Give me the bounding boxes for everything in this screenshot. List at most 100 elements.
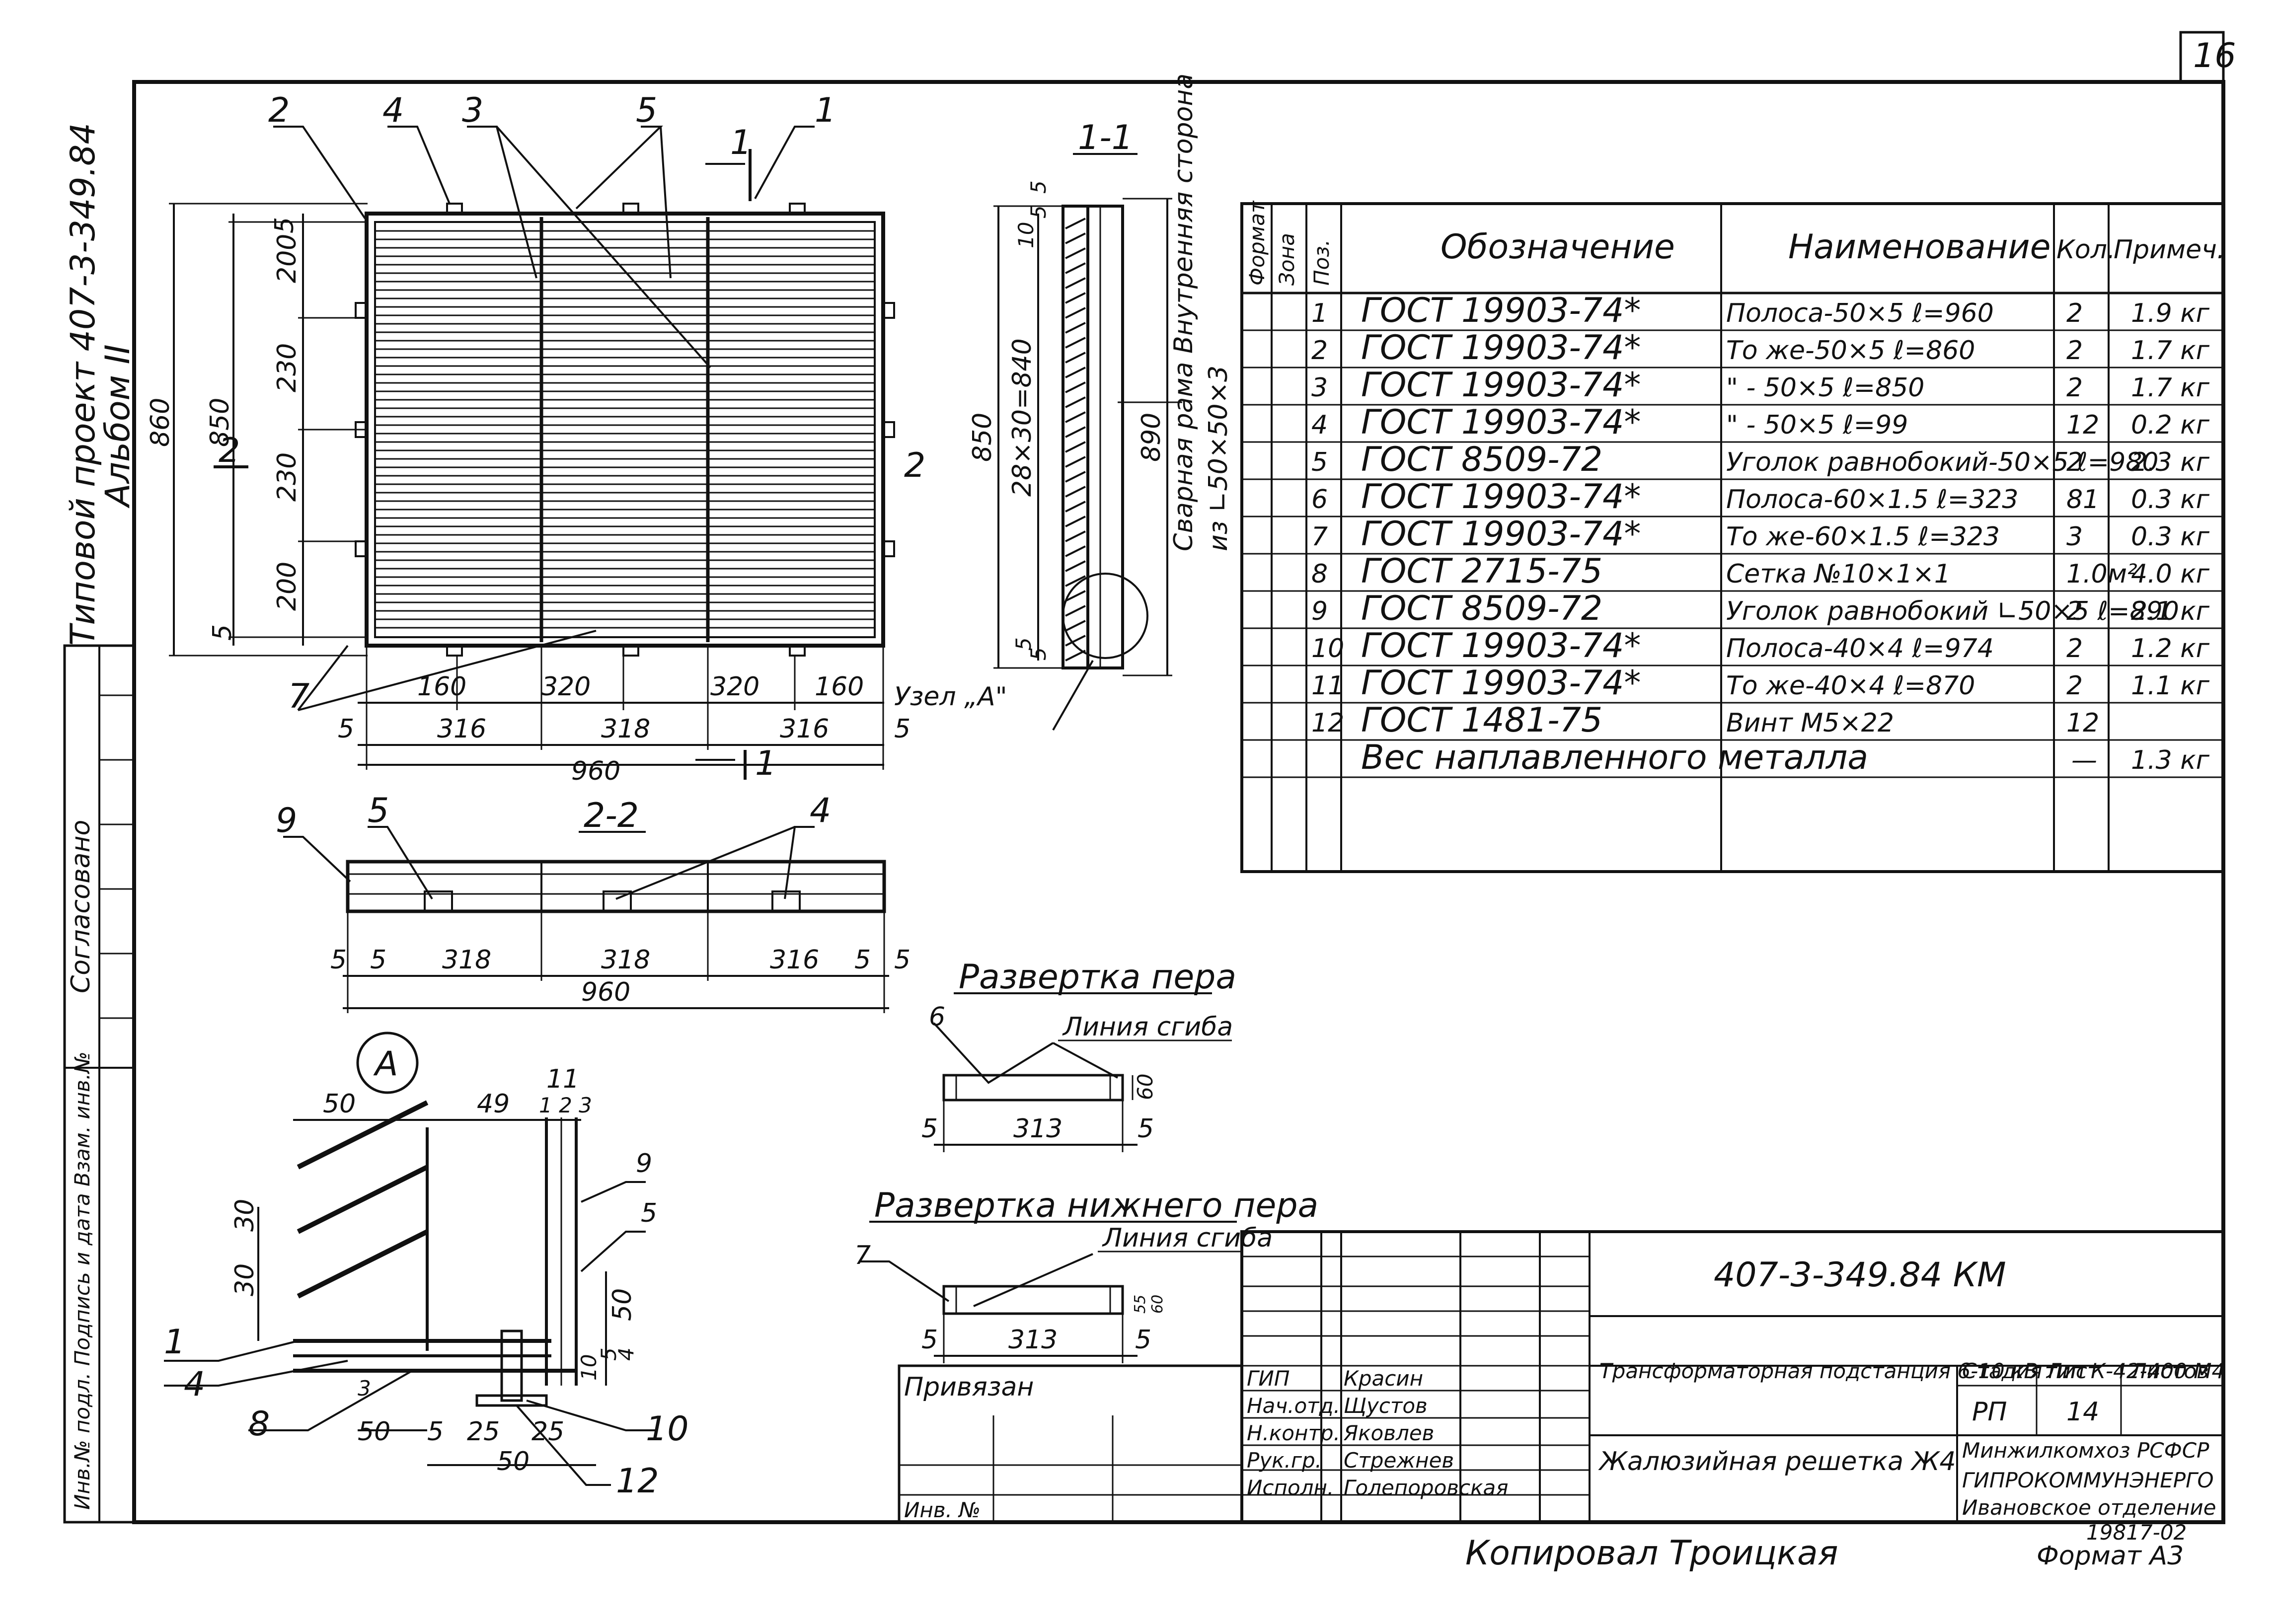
spec-qty: 2 (2066, 634, 2083, 664)
spec-designation: ГОСТ 19903-74* (1361, 515, 1641, 554)
sheet-number-box (2179, 31, 2225, 83)
section-blade (1065, 516, 1086, 527)
section-blade (1065, 605, 1086, 617)
drawing-code: 407-3-349.84 КМ (1714, 1255, 2006, 1295)
spec-name: Полоса-60×1.5 ℓ=323 (1726, 485, 2018, 515)
spec-qty: 12 (2066, 410, 2099, 440)
spec-pos: 12 (1311, 708, 1344, 738)
spec-header-2: Поз. (1309, 239, 1334, 286)
spec-name: Винт М5×22 (1726, 708, 1894, 738)
svg-text:30: 30 (230, 1263, 260, 1296)
section-blade (1065, 232, 1086, 244)
plan-cut-2-right: 2 (904, 446, 925, 485)
spec-name: " - 50×5 ℓ=99 (1726, 410, 1908, 440)
spec-name: То же-40×4 ℓ=870 (1726, 671, 1975, 701)
sheet-value: 14 (2066, 1397, 2099, 1427)
spec-pos: 1 (1311, 298, 1328, 328)
plan-cut-2-left: 2 (219, 431, 240, 470)
spec-header-oboznachenie: Обозначение (1441, 227, 1675, 267)
razvertka-pera-title: Развертка пера (959, 958, 1236, 997)
frame-note-2: из ∟50×50×3 (1204, 366, 1233, 551)
svg-text:1 2 3: 1 2 3 (539, 1093, 592, 1117)
spec-pos: 2 (1311, 336, 1328, 366)
plan-callout-3: 3 (462, 91, 483, 130)
section-blade (1065, 545, 1086, 557)
section-blade (1065, 471, 1086, 483)
spec-pos: 3 (1311, 373, 1328, 403)
section-blade (1065, 456, 1086, 468)
spec-note: 1.9 кг (2131, 298, 2210, 328)
svg-text:5: 5 (641, 1198, 657, 1228)
section-blade (1065, 530, 1086, 542)
svg-text:160: 160 (417, 672, 466, 702)
spec-header-kol: Кол. (2056, 235, 2116, 265)
svg-text:7: 7 (854, 1241, 871, 1270)
svg-text:50: 50 (607, 1288, 637, 1321)
plan-dim-850: 850 (205, 398, 235, 447)
spec-designation: ГОСТ 19903-74* (1361, 477, 1641, 517)
drawing-name: Жалюзийная решетка Ж4 (1598, 1447, 1956, 1476)
spec-pos: 9 (1311, 596, 1328, 626)
svg-text:5: 5 (894, 945, 911, 975)
spec-designation: ГОСТ 19903-74* (1361, 366, 1641, 405)
svg-text:5: 5 (921, 1325, 938, 1355)
svg-text:9: 9 (276, 801, 297, 840)
tb-role: Н.контр. (1247, 1421, 1340, 1445)
svg-text:25: 25 (467, 1417, 500, 1447)
svg-text:316: 316 (437, 714, 486, 744)
plan-callout-5: 5 (636, 91, 657, 130)
spec-header-0: Формат (1245, 200, 1269, 286)
section-blade (1065, 486, 1086, 498)
section-1-1-title: 1-1 (1078, 118, 1133, 157)
section-blade (1065, 501, 1086, 513)
svg-text:5: 5 (597, 1347, 621, 1361)
spec-pos: 7 (1311, 522, 1328, 552)
spec-designation: ГОСТ 19903-74* (1361, 626, 1641, 665)
spec-designation: ГОСТ 2715-75 (1361, 552, 1602, 591)
section-blade (1065, 620, 1086, 632)
spec-qty: 12 (2066, 708, 2099, 738)
side-title-line1: Типовой проект 407-3-349.84 (64, 123, 103, 646)
spec-note: 1.7 кг (2131, 373, 2210, 403)
section-blade (1065, 381, 1086, 393)
spec-name: То же-50×5 ℓ=860 (1726, 336, 1975, 366)
spec-pos: 6 (1311, 485, 1328, 515)
side-title-line2: Альбом II (98, 344, 138, 509)
spec-qty: 3 (2066, 522, 2083, 552)
spec-name: Уголок равнобокий ∟50×5 ℓ=890 (1726, 596, 2179, 626)
svg-text:5: 5 (370, 945, 386, 975)
svg-text:5: 5 (270, 217, 300, 233)
section-blade (1065, 367, 1086, 378)
spec-pos: 10 (1311, 634, 1344, 664)
svg-text:313: 313 (1013, 1114, 1063, 1144)
svg-text:5: 5 (1135, 1325, 1151, 1355)
svg-text:8: 8 (248, 1404, 270, 1444)
svg-text:50: 50 (323, 1089, 356, 1119)
frame-note: Сварная рама Внутренняя сторона (1169, 74, 1199, 551)
svg-text:318: 318 (601, 945, 650, 975)
razvertka-nizhnego-fold: Линия сгиба (1102, 1223, 1273, 1253)
svg-text:318: 318 (442, 945, 491, 975)
svg-text:230: 230 (272, 452, 302, 502)
svg-text:5: 5 (368, 791, 389, 830)
section-blade (1065, 411, 1086, 423)
spec-note: 0.2 кг (2131, 410, 2210, 440)
section-blade (1065, 307, 1086, 319)
spec-note: 2.3 кг (2131, 447, 2210, 477)
spec-pos: 4 (1311, 410, 1328, 440)
node-a-circle-label: А (373, 1044, 398, 1084)
spec-name: Полоса-40×4 ℓ=974 (1726, 634, 1994, 664)
svg-text:890: 890 (1137, 413, 1166, 462)
section-blade (1065, 292, 1086, 304)
plan-dim-860: 860 (146, 398, 175, 447)
svg-text:5: 5 (208, 624, 237, 641)
spec-pos: 5 (1311, 447, 1328, 477)
spec-note: 0.3 кг (2131, 485, 2210, 515)
section-blade (1065, 635, 1086, 647)
sheet-header: Лист (2046, 1359, 2100, 1383)
section-2-2: 2-2 9 5 4 5 5 318 318 316 5 5 960 (276, 791, 911, 1013)
org-line-1: Минжилкомхоз РСФСР (1962, 1438, 2209, 1463)
spec-qty: 1.0м² (2066, 559, 2137, 589)
svg-text:230: 230 (272, 343, 302, 392)
svg-text:316: 316 (780, 714, 829, 744)
